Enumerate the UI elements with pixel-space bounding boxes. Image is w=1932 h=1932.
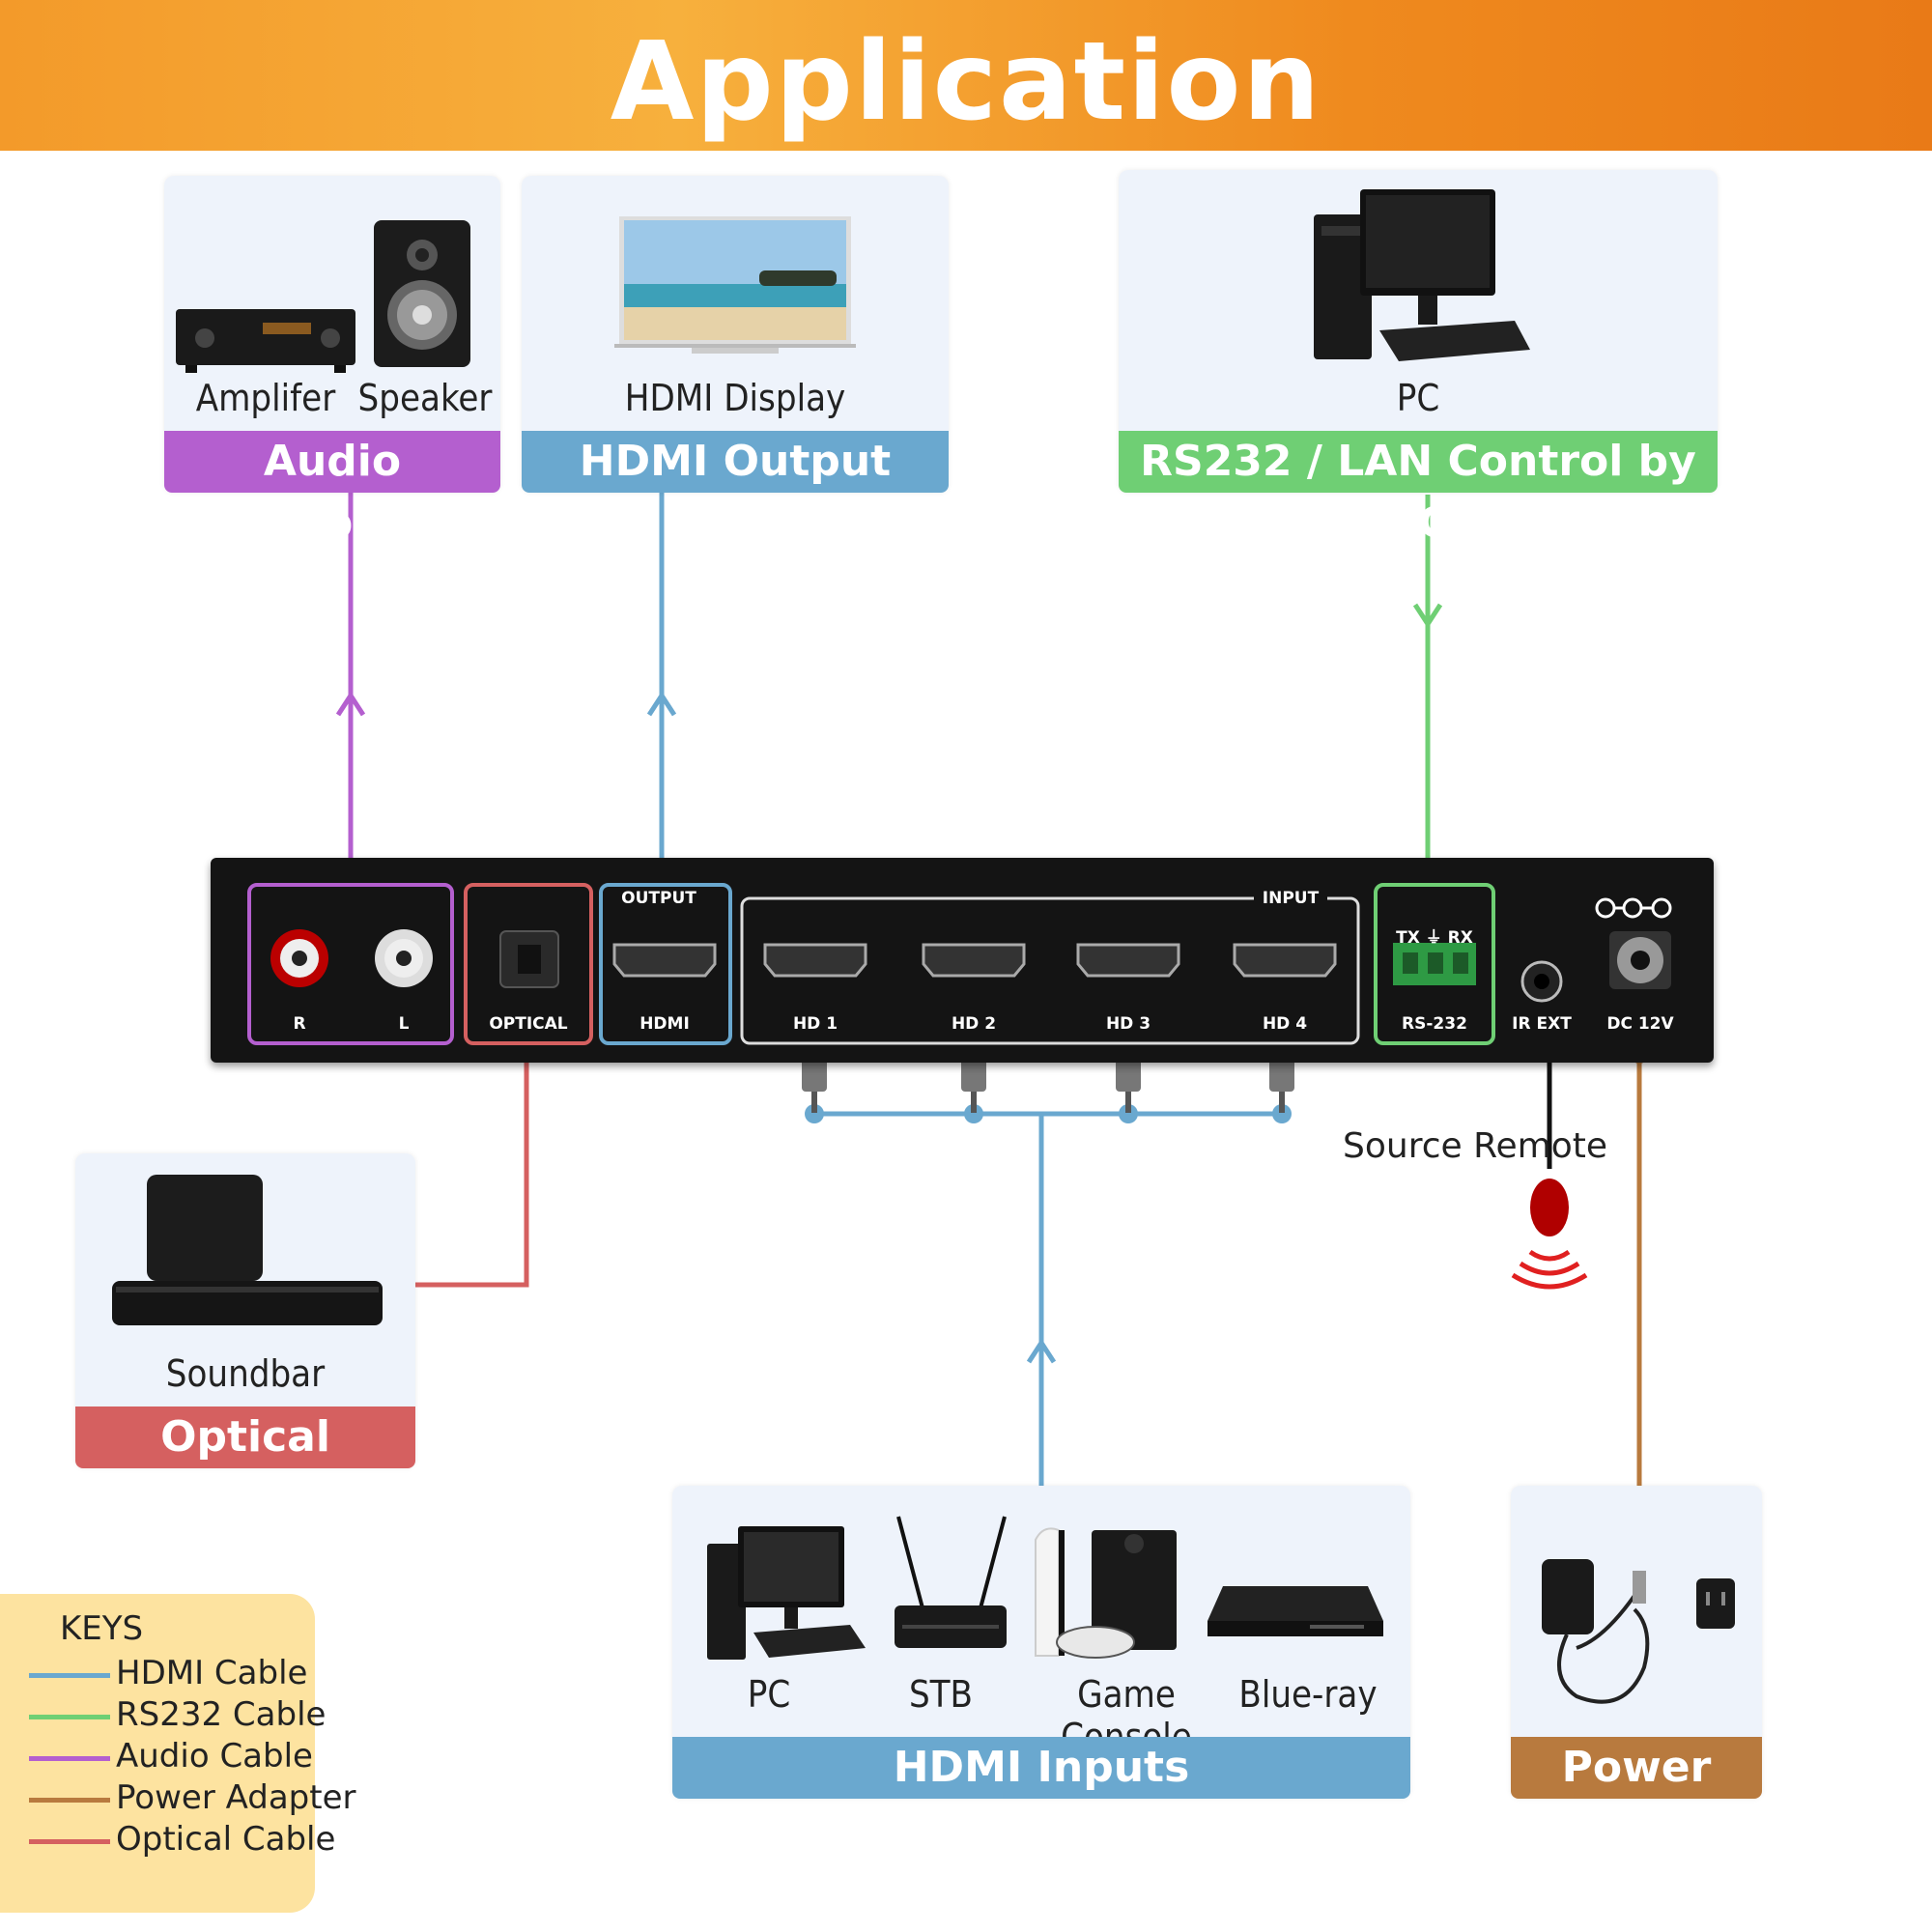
rs232-control-label: RS232 / LAN Control by PC [1119,431,1718,548]
input-blu-ray-label: Blue-ray [1238,1673,1378,1716]
amplifier-icon [176,309,355,373]
blu-ray-player-icon [1208,1586,1383,1636]
hd4-port-label: HD 4 [1262,1014,1308,1034]
amplifier-label: Amplifer [195,377,336,419]
hdmi-output-card: HDMI Display HDMI Output [522,176,949,493]
output-header: OUTPUT [614,889,703,908]
key-label-hdmi: HDMI Cable [116,1654,308,1692]
device-ports [247,883,1672,1045]
key-line-audio [29,1756,110,1761]
key-line-power [29,1798,110,1803]
rs232-arrow [1412,603,1443,629]
hd2-port-label: HD 2 [951,1014,997,1034]
power-label: Power [1511,1737,1762,1799]
optical-cable [415,1043,529,1288]
input-header: INPUT [1254,889,1327,908]
ir-receiver-icon [1530,1179,1569,1236]
hdmi-in-dot-4 [1272,1104,1292,1123]
speaker-icon [374,220,470,367]
key-label-rs232: RS232 Cable [116,1695,327,1734]
hdmi-output-arrow [646,691,677,717]
hd1-port-label: HD 1 [792,1014,838,1034]
hdmi-inputs-label: HDMI Inputs [672,1737,1410,1799]
hdmi-in-dot-2 [964,1104,983,1123]
hdmi-display-icon [614,216,856,354]
page-title: Application [610,19,1322,145]
audio-r-port-label: R [293,1014,306,1034]
game-console-icon [1035,1527,1177,1659]
pc-label: PC [1396,377,1440,419]
pc-icon [1314,189,1530,361]
stb-router-icon [895,1516,1007,1648]
rs232-terminal-top-label: TX ⏚ RX [1396,928,1473,948]
ir-signal-icon [1511,1249,1588,1290]
optical-port-label: OPTICAL [489,1014,568,1034]
hdmi-output-label: HDMI Output [522,431,949,493]
hdmi-in-dot-1 [805,1104,824,1123]
rs232-port-label: RS-232 [1402,1014,1467,1034]
key-label-optical: Optical Cable [116,1820,336,1859]
ir-ext-port-label: IR EXT [1512,1014,1572,1034]
keys-title: KEYS [60,1609,144,1648]
hdmi-in-dot-3 [1119,1104,1138,1123]
speaker-label: Speaker [357,377,493,419]
hdmi-inputs-card: PC STB Game Console Blue-ray HDMI Inputs [672,1486,1410,1799]
optical-output-label: Optical Output [75,1406,415,1523]
key-label-audio: Audio Cable [116,1737,313,1776]
key-label-power: Power Adapter [116,1778,356,1817]
soundbar-label: Soundbar [165,1352,326,1395]
hdmi-output-port-label: HDMI [639,1014,690,1034]
rs232-control-card: PC RS232 / LAN Control by PC [1119,170,1718,548]
title-banner [0,0,1932,151]
source-remote-label: Source Remote [1343,1126,1607,1166]
audio-arrow [335,691,366,717]
input-stb-label: STB [908,1673,974,1716]
audio-outputs-label: Audio Outputs [164,431,500,548]
power-adapter-icon [1542,1559,1735,1704]
key-line-rs232 [29,1715,110,1719]
hdmi-display-label: HDMI Display [624,377,846,419]
key-line-optical [29,1839,110,1844]
input-pc-label: PC [747,1673,791,1716]
keys-legend: KEYS HDMI Cable RS232 Cable Audio Cable … [0,1594,356,1913]
optical-output-card: Soundbar Optical Output [75,1153,415,1523]
input-pc-icon [707,1526,866,1660]
hdmi-switch-back-panel: R L OPTICAL OUTPUT HDMI INPUT HD 1 HD 2 … [211,858,1714,1063]
hdmi-input-arrow [1026,1338,1057,1364]
audio-l-port-label: L [398,1014,410,1034]
hd3-port-label: HD 3 [1105,1014,1151,1034]
dc-12v-port-label: DC 12V [1606,1014,1674,1034]
power-card: Power [1511,1486,1762,1799]
audio-outputs-card: Amplifer Speaker Audio Outputs [164,176,500,548]
key-line-hdmi [29,1673,110,1678]
soundbar-icon [112,1175,383,1325]
